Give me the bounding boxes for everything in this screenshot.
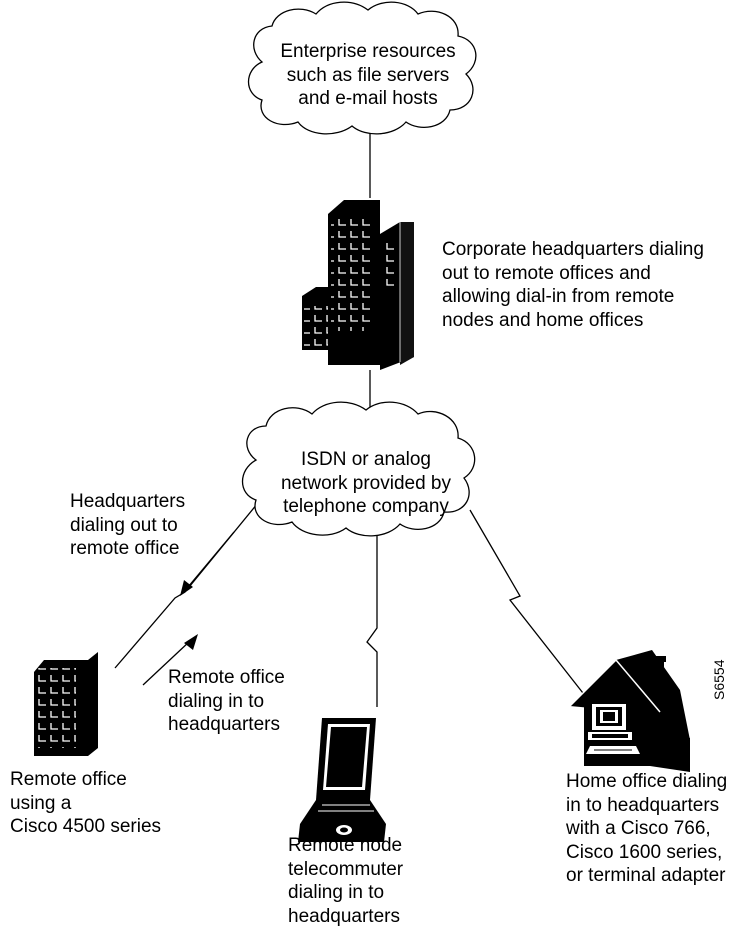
remote-office-label: Remote office using a Cisco 4500 series	[10, 769, 162, 837]
house-with-computer-icon	[569, 650, 690, 772]
cloud-icon-enterprise	[247, 1, 477, 135]
headquarters-label: Corporate headquarters dialing out to re…	[442, 239, 704, 331]
arrow-icon-out	[180, 531, 235, 596]
isdn-to-laptop-link	[366, 520, 378, 707]
small-office-building-icon	[34, 652, 98, 756]
home-office-label: Home office dialing in to headquarters w…	[566, 771, 728, 886]
office-building-icon	[302, 200, 414, 370]
figure-id-label: S6554	[711, 659, 727, 700]
cloud-enterprise-label: Enterprise resources such as file server…	[280, 41, 456, 109]
cloud-isdn-label: ISDN or analog network provided by telep…	[280, 449, 452, 517]
arrow-in-label: Remote office dialing in to headquarters	[168, 667, 285, 735]
remote-node-label: Remote node telecommuter dialing in to h…	[288, 835, 404, 927]
arrow-icon-in	[142, 634, 198, 686]
laptop-icon	[298, 718, 386, 842]
isdn-to-home-office-link	[469, 509, 591, 703]
cloud-icon-isdn	[241, 401, 476, 537]
arrow-out-label: Headquarters dialing out to remote offic…	[70, 491, 186, 559]
